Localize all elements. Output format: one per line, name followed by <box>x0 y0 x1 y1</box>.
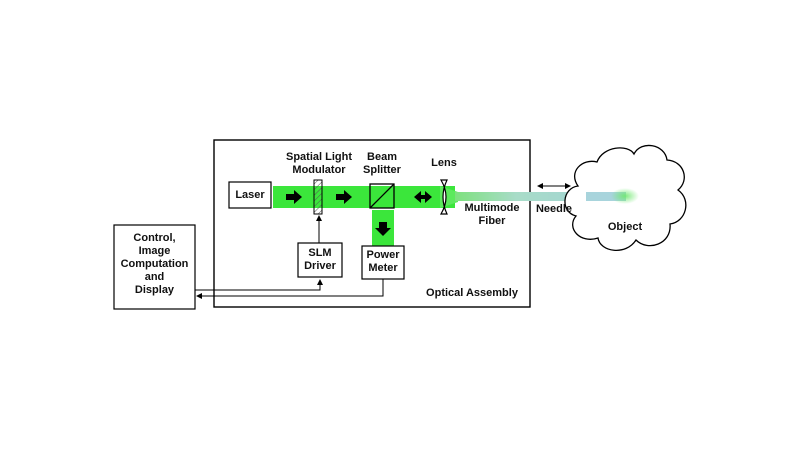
fiber-label-line-2: Fiber <box>478 215 506 227</box>
arrow-laser-to-slm <box>286 190 302 204</box>
beam-splitter-cube <box>369 183 395 209</box>
needle-arrow-right-head <box>565 183 571 189</box>
arrow-slm-to-splitter <box>336 190 352 204</box>
power-meter-label: Power Meter <box>362 249 404 275</box>
laser-label: Laser <box>235 189 265 201</box>
control-line-2: Image <box>138 245 171 257</box>
needle-arrow-left-head <box>537 183 543 189</box>
control-line-3: Computation <box>120 258 189 270</box>
power-meter-line-1: Power <box>366 249 400 261</box>
splitter-title-line-2: Splitter <box>363 164 401 176</box>
optical-assembly-frame <box>213 139 531 308</box>
slm-driver-box <box>297 242 343 278</box>
fiber-inside-object <box>586 192 626 201</box>
wire-control-to-driver-head <box>317 279 323 285</box>
fiber-tip-glow-inner <box>611 188 639 204</box>
laser-box <box>228 181 272 209</box>
optical-assembly-label: Optical Assembly <box>426 287 518 299</box>
multimode-fiber-label: Multimode Fiber <box>456 202 528 228</box>
control-box <box>113 224 196 310</box>
fiber-label-line-1: Multimode <box>464 202 520 214</box>
arrow-to-power-meter <box>375 222 391 236</box>
control-label: Control, Image Computation and Display <box>114 232 195 297</box>
spatial-light-modulator <box>313 179 323 215</box>
wire-meter-to-control <box>200 279 384 297</box>
beam-splitter-diagonal <box>369 183 395 209</box>
slm-title-line-1: Spatial Light <box>286 151 352 163</box>
lens-label: Lens <box>431 157 457 169</box>
slm-title-line-2: Modulator <box>292 164 346 176</box>
slm-driver-label: SLM Driver <box>298 247 342 273</box>
control-line-1: Control, <box>133 232 176 244</box>
slm-driver-line-1: SLM <box>308 247 332 259</box>
control-line-4: and <box>144 271 165 283</box>
splitter-title-line-1: Beam <box>367 151 397 163</box>
control-line-5: Display <box>134 284 175 296</box>
arrow-splitter-lens-bidirectional <box>414 191 432 203</box>
power-meter-line-2: Meter <box>368 262 398 274</box>
wire-control-to-driver <box>195 283 321 291</box>
slm-driver-line-2: Driver <box>304 260 336 272</box>
wire-meter-to-control-head <box>196 293 202 299</box>
needle-label: Needle <box>535 203 573 215</box>
multimode-fiber <box>455 192 630 201</box>
wire-driver-to-slm-head <box>316 215 322 221</box>
lens-shape <box>439 179 448 215</box>
object-label: Object <box>607 221 643 233</box>
beam-splitter-label: Beam Splitter <box>357 151 407 177</box>
spatial-light-modulator-label: Spatial Light Modulator <box>276 151 362 177</box>
